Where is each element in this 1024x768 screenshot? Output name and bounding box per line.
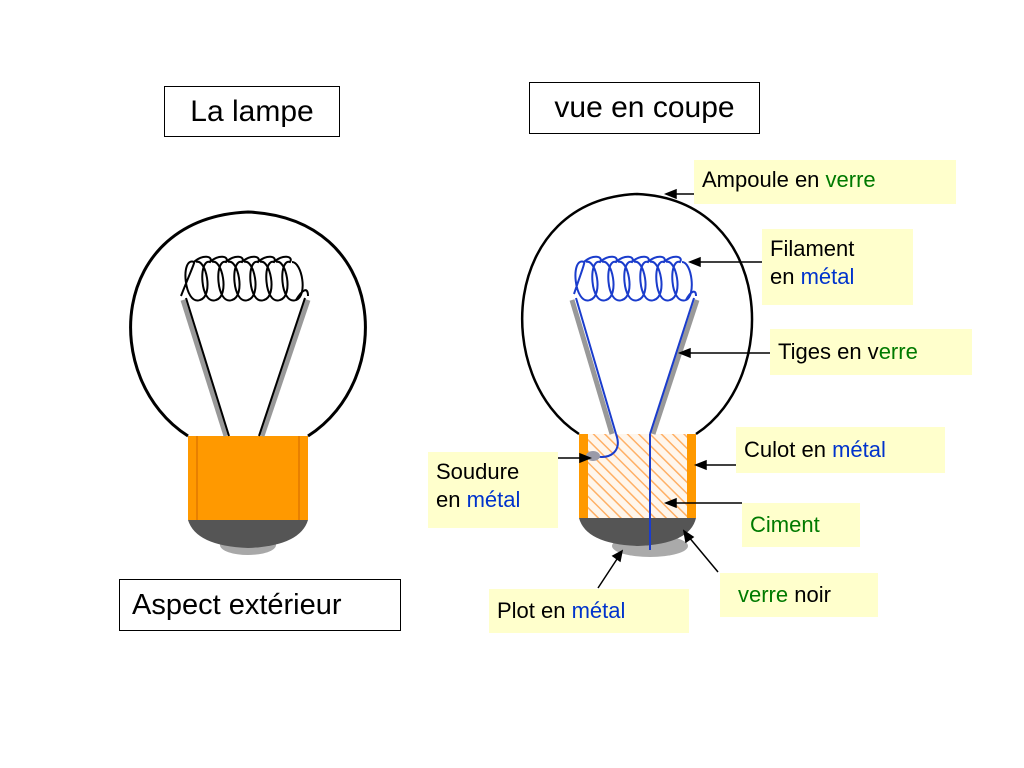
pointer-lines	[548, 188, 776, 589]
label-plot-material: métal	[571, 598, 626, 623]
title-aspect-exterieur: Aspect extérieur	[119, 579, 401, 631]
label-filament-material: métal	[800, 264, 855, 289]
label-plot-prefix: Plot en	[497, 598, 572, 623]
label-ampoule-material: verre	[825, 167, 876, 192]
label-tiges-prefix: Tiges en v	[778, 339, 879, 364]
exterior-bulb	[129, 210, 367, 438]
title-la-lampe: La lampe	[164, 86, 340, 137]
section-bulb	[520, 192, 754, 436]
title-vue-en-coupe: vue en coupe	[529, 82, 760, 134]
section-culot-right	[687, 434, 696, 518]
label-culot: Culot en métal	[736, 427, 945, 473]
label-soudure-prefix: en	[436, 487, 467, 512]
section-culot-left	[579, 434, 588, 518]
label-verre-noir: verre noir	[720, 573, 878, 617]
label-verre-noir-suffix: noir	[788, 582, 831, 607]
label-filament: Filament en métal	[762, 229, 913, 305]
label-filament-prefix: en	[770, 264, 801, 289]
label-plot: Plot en métal	[489, 589, 689, 633]
label-culot-prefix: Culot en	[744, 437, 833, 462]
label-ciment-text: Ciment	[750, 512, 820, 537]
exterior-filament	[180, 255, 309, 302]
label-culot-material: métal	[832, 437, 886, 462]
label-verre-noir-material: verre	[738, 582, 789, 607]
label-ciment: Ciment	[742, 503, 860, 547]
exterior-culot	[188, 436, 308, 520]
label-tiges-material: erre	[878, 339, 918, 364]
exterior-black-glass	[188, 520, 308, 548]
section-filament	[573, 255, 697, 302]
label-soudure: Soudure en métal	[428, 452, 558, 528]
label-filament-line1: Filament	[770, 236, 855, 261]
label-ampoule: Ampoule en verre	[694, 160, 956, 204]
label-ampoule-prefix: Ampoule en	[702, 167, 826, 192]
label-soudure-line1: Soudure	[436, 459, 520, 484]
section-black-glass	[579, 518, 696, 546]
label-tiges: Tiges en verre	[770, 329, 972, 375]
exterior-lamp	[129, 210, 367, 555]
label-soudure-material: métal	[466, 487, 521, 512]
